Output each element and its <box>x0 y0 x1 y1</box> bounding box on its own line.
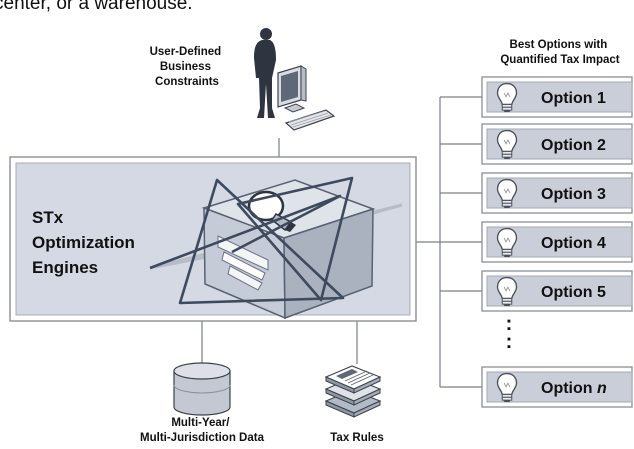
option-label-suffix: 2 <box>597 137 606 154</box>
option-label: Option 5 <box>541 284 606 301</box>
option-box: Option n <box>481 366 633 408</box>
option-box: Option 5 <box>481 270 633 312</box>
options-ellipsis: : <box>506 313 513 335</box>
option-box: Option 1 <box>481 76 633 118</box>
computer-icon <box>277 65 336 131</box>
option-label-suffix: 5 <box>597 284 606 301</box>
option-label: Option 4 <box>541 235 606 252</box>
constraints-label: User-Defined Business Constraints <box>150 46 225 88</box>
option-label: Option n <box>541 380 607 397</box>
tax-rules-label: Tax Rules <box>330 432 383 444</box>
option-label-prefix: Option <box>541 137 593 154</box>
option-label-prefix: Option <box>541 380 593 397</box>
option-box: Option 2 <box>481 123 633 165</box>
options-ellipsis-lower: : <box>506 331 513 353</box>
intro-text: center, or a warehouse. <box>0 0 193 14</box>
option-label-prefix: Option <box>541 90 593 107</box>
cube-right-face <box>283 207 374 320</box>
option-label-suffix: 3 <box>597 186 606 203</box>
option-label-prefix: Option <box>541 235 593 252</box>
orbit-triangles <box>149 176 354 305</box>
option-label: Option 1 <box>541 90 606 107</box>
option-label: Option 2 <box>541 137 606 154</box>
options-header: Best Options with Quantified Tax Impact <box>500 39 619 66</box>
option-label-prefix: Option <box>541 284 593 301</box>
engine-label: STx Optimization Engines <box>32 208 140 277</box>
documents-stack-icon <box>324 365 382 418</box>
connector-lines <box>201 96 482 388</box>
option-box: Option 4 <box>481 221 633 263</box>
data-source-label: Multi-Year/ Multi-Jurisdiction Data <box>140 417 265 444</box>
optimization-cube <box>149 176 403 320</box>
option-label-suffix: 4 <box>597 235 606 252</box>
option-label-suffix: 1 <box>597 90 606 107</box>
person-silhouette-icon <box>254 28 276 118</box>
option-label: Option 3 <box>541 186 606 203</box>
option-box: Option 3 <box>481 172 633 214</box>
database-icon <box>173 362 231 416</box>
user-figure <box>254 28 336 131</box>
option-label-prefix: Option <box>541 186 593 203</box>
option-label-suffix: n <box>597 380 607 397</box>
